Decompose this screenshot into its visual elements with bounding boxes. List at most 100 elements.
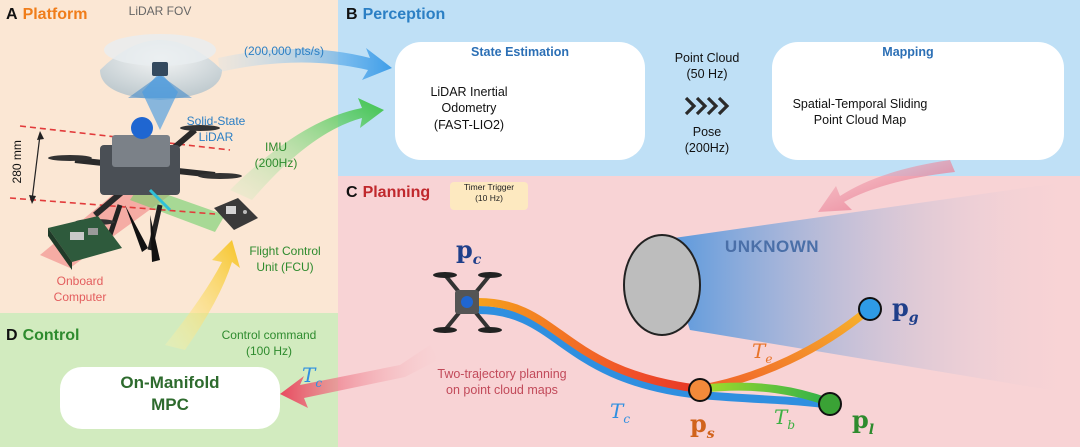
- panel-letter: A: [6, 6, 18, 23]
- planning-drone: [433, 272, 502, 333]
- point-cloud-line: (50 Hz): [686, 67, 728, 82]
- fcu-label-line: Flight Control: [249, 244, 321, 258]
- label-sub: g: [908, 309, 919, 326]
- control-command-line: (100 Hz): [245, 343, 292, 358]
- label-pl: pl: [852, 404, 874, 439]
- state-estimation-line: (FAST-LIO2): [433, 117, 505, 132]
- flight-control-unit: [214, 198, 258, 230]
- timer-trigger-badge: Timer Trigger (10 Hz): [450, 182, 528, 210]
- planning-caption-line: on point cloud maps: [446, 383, 558, 398]
- planning-caption: Two-trajectory planning on point cloud m…: [412, 366, 592, 399]
- label-tc: Tc: [610, 398, 630, 428]
- pose-line: Pose: [692, 125, 722, 139]
- label-sub: c: [315, 376, 323, 390]
- imu-arrow: [230, 98, 384, 200]
- label-sub: b: [787, 418, 796, 432]
- mapping-line: Spatial-Temporal Sliding: [792, 97, 928, 111]
- computer-label-line: Computer: [53, 289, 107, 304]
- label-sub: c: [472, 251, 482, 268]
- chevron-arrows-icon: [684, 96, 730, 116]
- state-estimation-line: Odometry: [441, 101, 497, 116]
- control-command-arrow: [165, 240, 240, 350]
- control-command-line: Control command: [221, 328, 317, 342]
- points-rate-label: (200,000 pts/s): [243, 44, 325, 58]
- state-estimation-title: State Estimation: [471, 45, 569, 59]
- point-cloud-line: Point Cloud: [674, 51, 740, 65]
- mapping-text: Spatial-Temporal Sliding Point Cloud Map: [776, 96, 944, 129]
- imu-label: IMU (200Hz): [246, 140, 306, 171]
- imu-label-line: IMU: [265, 140, 287, 154]
- planning-caption-line: Two-trajectory planning: [437, 367, 567, 381]
- panel-title-text: Perception: [362, 6, 446, 23]
- panel-letter: B: [346, 6, 358, 23]
- fcu-link-beam: [130, 185, 225, 232]
- drone-illustration: [9, 117, 242, 262]
- point-stream-arrow: [218, 48, 392, 80]
- label-pg: pg: [892, 292, 919, 327]
- point-pg: [858, 297, 882, 321]
- unknown-label: UNKNOWN: [724, 237, 820, 256]
- trajectory-tb: [696, 382, 832, 406]
- label-main: T: [774, 405, 788, 429]
- obstacle: [623, 234, 701, 336]
- computer-label-line: Onboard: [56, 274, 104, 288]
- timer-line: (10 Hz): [475, 193, 503, 204]
- mpc-box: [60, 367, 280, 429]
- point-cloud-rate-label: Point Cloud (50 Hz): [660, 50, 754, 83]
- mpc-text: On-Manifold MPC: [60, 372, 280, 416]
- lidar-fov-dome: [100, 34, 222, 130]
- lidar-fov-label: LiDAR FOV: [128, 4, 192, 18]
- unknown-region: [660, 180, 1080, 395]
- panel-letter: C: [346, 184, 358, 201]
- map-to-planning-arrow: [818, 160, 955, 212]
- label-main: p: [892, 293, 909, 322]
- mapping-box: [772, 42, 1064, 160]
- label-ps: ps: [690, 408, 715, 443]
- timer-line: Timer Trigger: [463, 182, 515, 192]
- label-tb: Tb: [774, 404, 795, 434]
- state-estimation-text: LiDAR Inertial Odometry (FAST-LIO2): [408, 84, 530, 133]
- point-pl: [818, 392, 842, 416]
- label-main: p: [852, 405, 869, 434]
- pose-line: (200Hz): [684, 141, 730, 156]
- label-main: p: [690, 409, 707, 438]
- label-sub: s: [706, 425, 715, 442]
- fcu-label-line: Unit (FCU): [256, 259, 314, 274]
- state-estimation-box: [395, 42, 645, 160]
- point-ps: [688, 378, 712, 402]
- label-te: Te: [752, 338, 772, 368]
- label-main: T: [610, 399, 624, 423]
- label-sub: c: [623, 412, 631, 426]
- mapping-line: Point Cloud Map: [813, 113, 907, 128]
- trajectory-tc-blue: [474, 306, 834, 409]
- lidar-label: Solid-State LiDAR: [174, 114, 258, 145]
- onboard-computer-label: Onboard Computer: [40, 274, 120, 305]
- panel-title-text: Platform: [22, 6, 88, 23]
- imu-label-line: (200Hz): [254, 155, 298, 170]
- panel-title-text: Planning: [362, 184, 431, 201]
- mpc-line: MPC: [151, 395, 189, 415]
- label-sub: e: [765, 352, 773, 366]
- drone-size-label: 280 mm: [10, 140, 25, 184]
- trajectory-tc: [474, 298, 704, 393]
- label-main: T: [302, 363, 316, 387]
- mpc-line: On-Manifold: [120, 373, 220, 392]
- label-main: T: [752, 339, 766, 363]
- state-estimation-line: LiDAR Inertial: [430, 85, 508, 99]
- pose-rate-label: Pose (200Hz): [660, 124, 754, 157]
- panel-title-text: Control: [22, 327, 80, 344]
- onboard-computer: [48, 216, 122, 270]
- label-sub: l: [868, 421, 875, 438]
- lidar-label-line: Solid-State: [186, 114, 246, 128]
- control-command-label: Control command (100 Hz): [210, 328, 328, 359]
- control-tc-label: Tc: [302, 362, 322, 392]
- trajectory-to-mpc-arrow: [280, 345, 438, 408]
- fcu-label: Flight Control Unit (FCU): [240, 244, 330, 275]
- mapping-title: Mapping: [882, 45, 934, 59]
- label-main: p: [456, 235, 473, 264]
- label-pc: pc: [456, 234, 481, 269]
- lidar-label-line: LiDAR: [198, 129, 234, 144]
